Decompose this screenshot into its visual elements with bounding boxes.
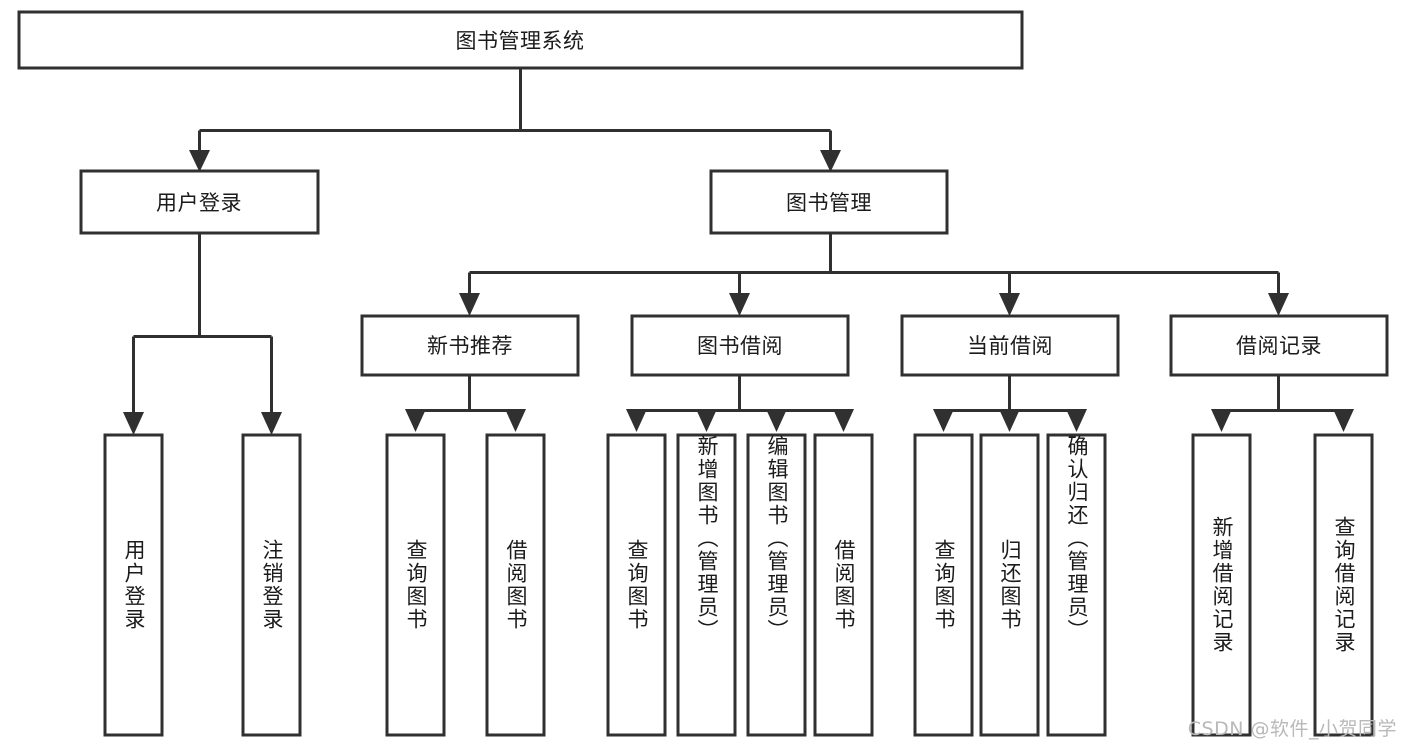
node-box-leaf-query-record[interactable] (1313, 433, 1374, 737)
connector-group-book-borrow (626, 375, 854, 432)
arrow-head-leaf-confirm-return (1066, 409, 1087, 432)
arrow-head-book-management (820, 150, 841, 172)
arrow-head-leaf-return-book (999, 409, 1020, 432)
connector-group-user-login (123, 233, 282, 435)
arrow-head-leaf-borrow-book-1 (505, 409, 526, 432)
watermark-text: CSDN @软件_小贺同学 (1187, 718, 1397, 740)
node-box-leaf-add-book[interactable] (676, 433, 737, 737)
node-box-leaf-query-book-3[interactable] (913, 433, 974, 737)
node-box-leaf-edit-book[interactable] (746, 433, 807, 737)
node-box-leaf-query-book-1[interactable] (385, 433, 446, 737)
node-box-leaf-borrow-book-2[interactable] (813, 433, 874, 737)
arrow-head-new-book-recommend (459, 293, 480, 316)
node-label-user-login: 用户登录 (156, 191, 242, 215)
node-label-borrow-record: 借阅记录 (1236, 334, 1322, 358)
arrow-head-current-borrow (999, 293, 1020, 316)
node-box-leaf-borrow-book-1[interactable] (485, 433, 546, 737)
node-box-leaf-add-record[interactable] (1191, 433, 1252, 737)
node-label-root: 图书管理系统 (456, 29, 585, 53)
node-box-current-borrow[interactable] (900, 314, 1120, 377)
arrow-head-leaf-query-record (1333, 409, 1354, 432)
arrow-head-user-login (189, 150, 210, 172)
connector-group-book-management (459, 233, 1289, 316)
connector-group-borrow-record (1211, 375, 1354, 432)
arrow-head-borrow-record (1268, 293, 1289, 316)
node-label-book-borrow: 图书借阅 (697, 334, 783, 358)
arrow-head-leaf-query-book-1 (405, 409, 426, 432)
node-box-leaf-query-book-2[interactable] (606, 433, 667, 737)
node-box-user-login[interactable] (79, 169, 320, 235)
node-box-book-management[interactable] (709, 169, 949, 235)
connector-group-new-book-recommend (405, 375, 526, 432)
node-box-borrow-record[interactable] (1169, 314, 1389, 377)
node-box-new-book-recommend[interactable] (360, 314, 580, 377)
node-label-book-management: 图书管理 (786, 191, 872, 215)
arrow-head-leaf-add-record (1211, 409, 1232, 432)
node-label-new-book-recommend: 新书推荐 (427, 334, 513, 358)
arrow-head-leaf-user-login (123, 412, 144, 435)
node-box-root[interactable] (17, 10, 1024, 70)
connector-group-root (189, 68, 841, 172)
arrow-head-leaf-borrow-book-2 (833, 409, 854, 432)
arrow-head-leaf-add-book (696, 409, 717, 432)
node-box-leaf-user-login[interactable] (103, 433, 164, 737)
node-label-current-borrow: 当前借阅 (967, 334, 1053, 358)
arrow-head-leaf-logout-login (261, 412, 282, 435)
node-box-leaf-logout-login[interactable] (241, 433, 302, 737)
arrow-head-leaf-edit-book (766, 409, 787, 432)
node-box-leaf-confirm-return[interactable] (1046, 433, 1107, 737)
node-box-leaf-return-book[interactable] (979, 433, 1040, 737)
arrow-head-book-borrow (729, 293, 750, 316)
connector-group-current-borrow (933, 375, 1087, 432)
arrow-head-leaf-query-book-2 (626, 409, 647, 432)
node-box-book-borrow[interactable] (630, 314, 850, 377)
arrow-head-leaf-query-book-3 (933, 409, 954, 432)
